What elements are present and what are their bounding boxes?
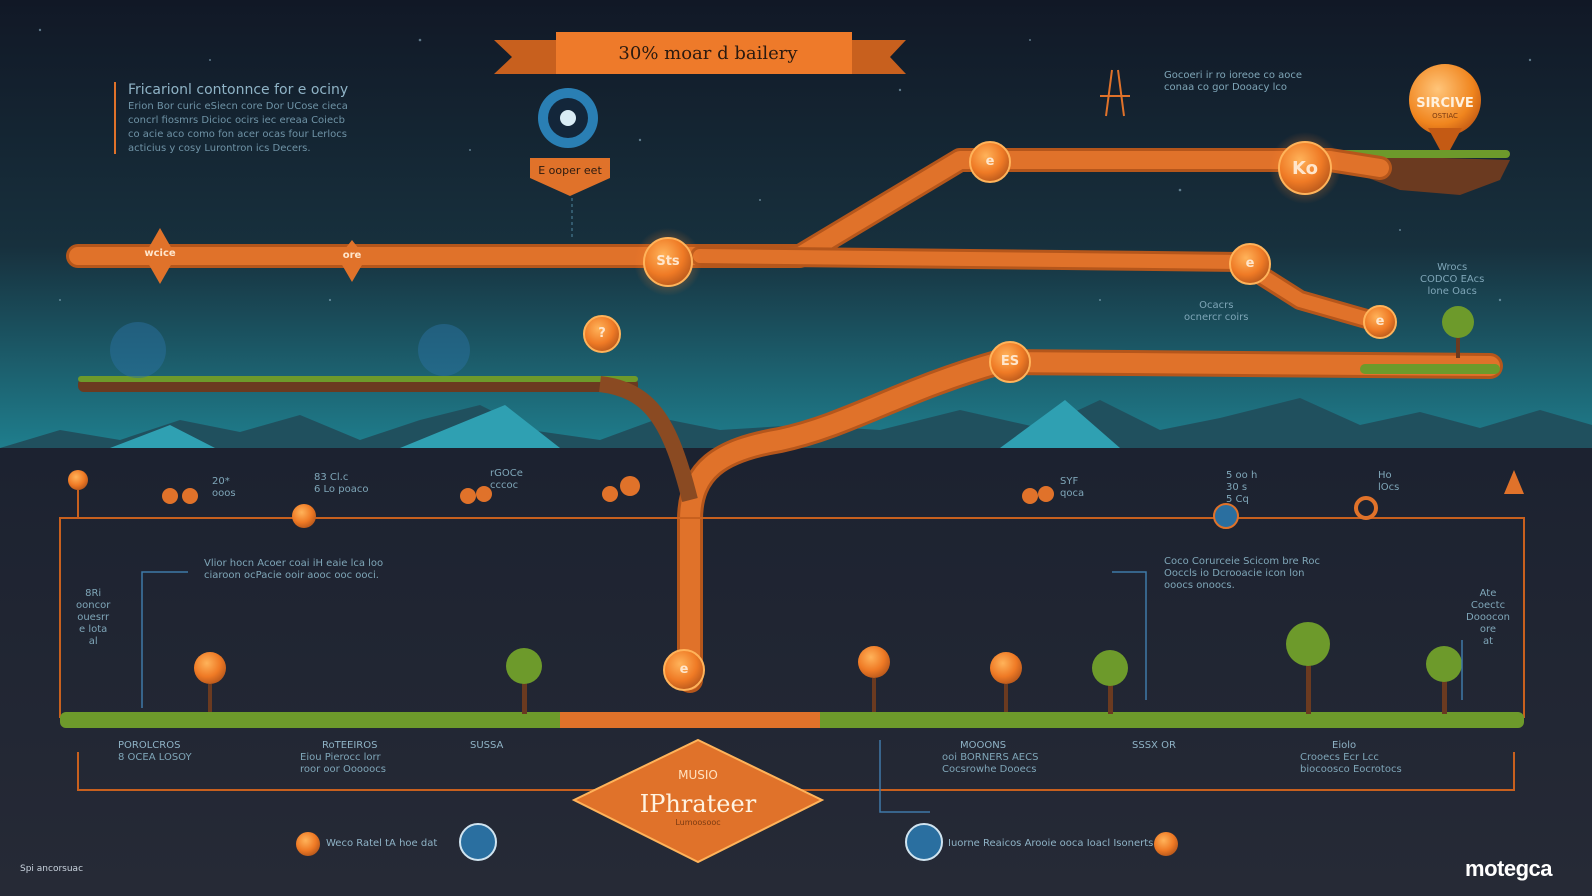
bottom-label-2-title: RoTEEIROS <box>322 740 378 751</box>
left-platform <box>78 376 698 502</box>
bottom-label-6-sub: Crooecs Ecr Lcc biocoosco Eocrotocs <box>1300 752 1402 775</box>
header-badge-label: E ooper eet <box>538 164 602 177</box>
center-diamond <box>571 738 825 864</box>
timeline-label-4: SYF qoca <box>1060 476 1085 499</box>
timeline-label-3: rGOCe cccoc <box>490 468 523 491</box>
center-title: IPhrateer <box>639 790 757 818</box>
mountain-peaks <box>110 400 1120 448</box>
footer-icons <box>296 823 1178 861</box>
upper-node-b <box>1278 141 1332 195</box>
hot-air-balloon <box>1409 64 1481 150</box>
annotation-center-left: Vlior hocn Acoer coai iH eaie lca loo ci… <box>204 558 384 581</box>
annotation-center-right: Coco Corurceie Scicom bre Roc Ooccls io … <box>1164 556 1320 591</box>
mid-right-node <box>1229 243 1271 285</box>
annotation-connectors <box>141 571 1463 813</box>
title-banner <box>494 32 906 74</box>
path-markers <box>144 228 366 284</box>
bottom-label-6-title: Eiolo <box>1332 740 1357 751</box>
bottom-label-1-sub: 8 OCEA LOSOY <box>118 752 192 763</box>
timeline-label-1: 20* ooos <box>212 476 236 499</box>
center-subtitle: Lumoosooc <box>675 818 721 827</box>
timeline-milestones <box>68 470 1524 529</box>
main-left-label: wcice <box>144 248 176 259</box>
balloon-sublabel: OSTIAC <box>1432 112 1458 120</box>
question-node-label: ? <box>598 326 606 341</box>
intro-bracket <box>114 82 116 154</box>
bottom-label-3-title: SUSSA <box>470 740 504 751</box>
right-end-node-label: e <box>1375 314 1385 329</box>
annotation-left-stack: 8Ri ooncor ouesrr e lota al <box>76 588 111 647</box>
hub-node-label: Sts <box>656 254 680 269</box>
timeline-label-5: 5 oo h 30 s 5 Cq <box>1226 470 1258 505</box>
upper-node-a-label: e <box>985 154 995 169</box>
upper-node-b-label: Ko <box>1292 158 1318 179</box>
upper-trees <box>110 306 1474 378</box>
right-ledge <box>1360 364 1500 374</box>
center-kicker: MUSIO <box>678 768 718 782</box>
banner-title: 30% moar d bailery <box>618 42 798 64</box>
question-node <box>583 315 621 353</box>
lower-ground <box>0 448 1592 896</box>
top-right-note: Gocoeri ir ro ioreoe co aoce conaa co go… <box>1164 70 1303 93</box>
balloon-label: SIRCIVE <box>1416 96 1474 111</box>
footer-left-text: Weco Ratel tA hoe dat <box>326 838 438 849</box>
side-note-right-upper: Wrocs CODCO EAcs lone Oacs <box>1420 262 1485 297</box>
right-end-node <box>1363 305 1397 339</box>
footer-right-text: Iuorne Reaicos Arooie ooca Ioacl Isonert… <box>948 838 1154 849</box>
bottom-label-4-title: MOOONS <box>960 740 1007 751</box>
brand-logo: motegca <box>1465 856 1552 881</box>
main-b-label: ore <box>342 250 362 261</box>
path-network <box>66 148 1503 693</box>
lower-grass <box>60 712 1524 728</box>
timeline-label-2: 83 Cl.c 6 Lo poaco <box>314 472 369 495</box>
mountain-range <box>0 398 1592 448</box>
bottom-label-1-title: POROLCROS <box>118 740 181 751</box>
mid-right-node-label: e <box>1245 256 1255 271</box>
bottom-label-2-sub: Eiou Pierocc lorr roor oor Ooooocs <box>300 752 386 775</box>
lower-trees <box>194 622 1462 714</box>
annotation-right-stack: Ate Coectc Dooocon ore at <box>1466 588 1511 647</box>
radio-tower <box>1100 69 1130 117</box>
header-badge <box>530 88 610 240</box>
bottom-label-5-title: SSSX OR <box>1132 740 1176 751</box>
side-note-mid-right: Ocacrs ocnercr coirs <box>1184 300 1249 323</box>
hub-node <box>643 237 693 287</box>
lower-mid-node-label: ES <box>1000 354 1020 369</box>
bottom-label-4-sub: ooi BORNERS AECS Cocsrowhe Dooecs <box>942 752 1039 775</box>
image-credit: Spi ancorsuac <box>20 864 84 874</box>
lower-mid-node <box>989 341 1031 383</box>
intro-body: Erion Bor curic eSiecn core Dor UCose ci… <box>128 101 348 154</box>
intro-title: Fricarionl contonnce for e ociny <box>128 82 349 98</box>
path-nodes <box>583 132 1397 691</box>
stars <box>38 28 1532 302</box>
trunk-node <box>663 649 705 691</box>
upper-node-a <box>969 141 1011 183</box>
timeline-label-6: Ho lOcs <box>1378 470 1400 493</box>
trunk-node-label: e <box>679 662 689 677</box>
